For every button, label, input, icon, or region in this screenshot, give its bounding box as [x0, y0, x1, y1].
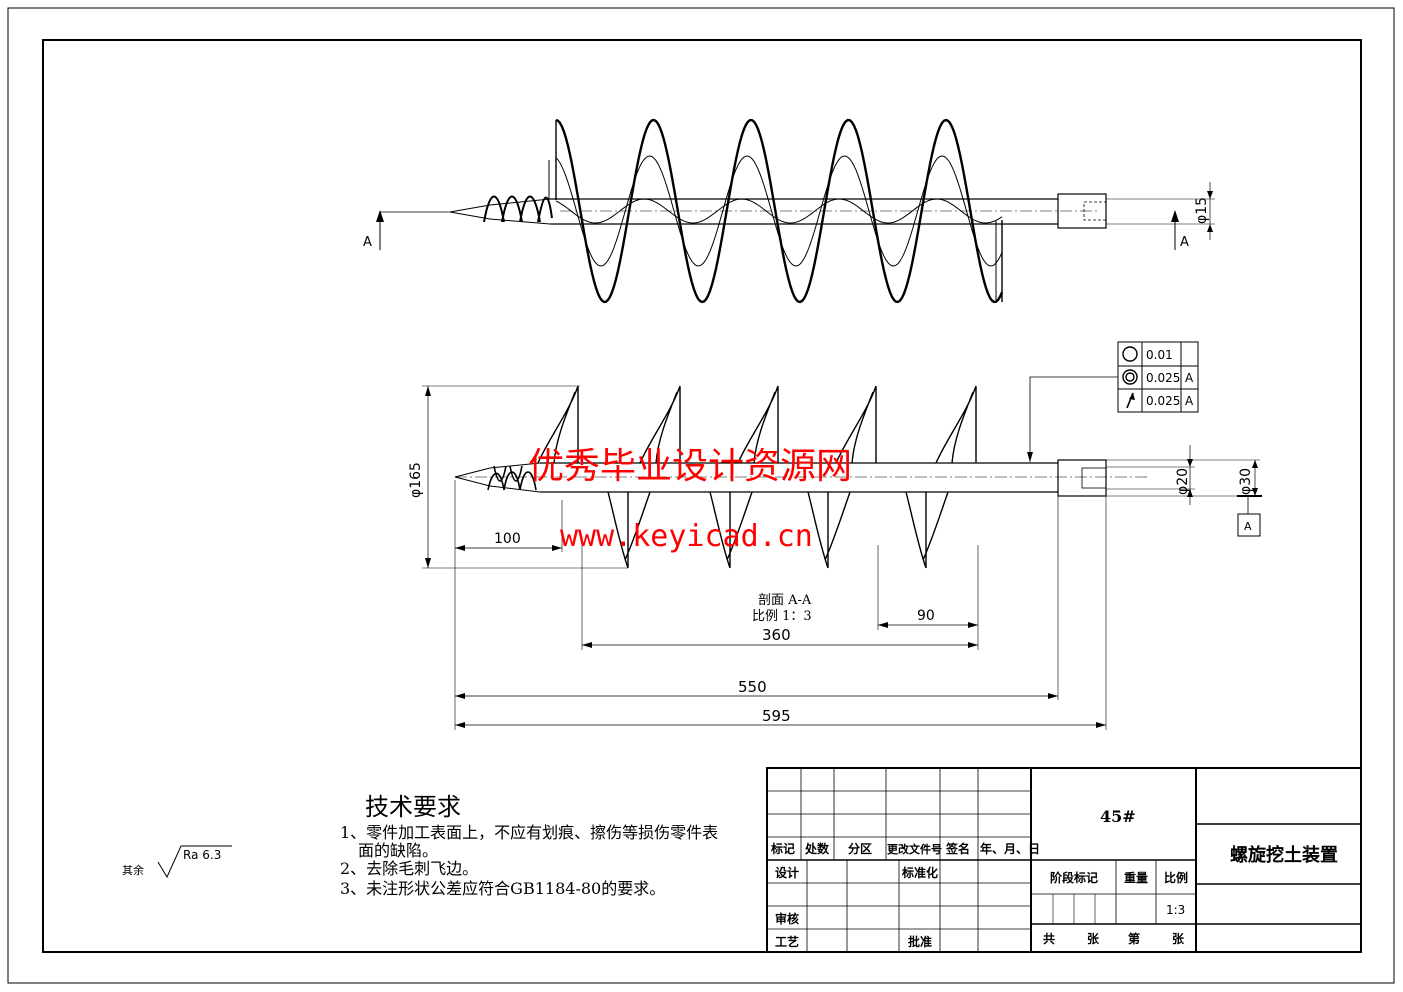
tol-value-1: 0.01 — [1146, 348, 1173, 362]
flight-upper-5 — [935, 385, 977, 464]
tb-di: 第 — [1128, 931, 1140, 946]
tech-req-title: 技术要求 — [365, 793, 461, 821]
tech-req-item1: 1、零件加工表面上，不应有划痕、擦伤等损伤零件表 — [340, 823, 718, 842]
tb-row-pizhun: 批准 — [908, 934, 932, 949]
outer-border — [7, 7, 1395, 984]
tb-col-chushu: 处数 — [804, 841, 830, 856]
dim-595: 595 — [762, 707, 791, 725]
dim-tip-100: 100 — [494, 531, 521, 547]
concentricity-icon — [1122, 369, 1138, 385]
tb-col-fenqu: 分区 — [848, 841, 872, 856]
tb-scale-value: 1:3 — [1166, 903, 1185, 917]
dim-pitch-90: 90 — [917, 608, 935, 624]
circularity-icon — [1122, 346, 1138, 362]
tb-gong: 共 — [1043, 931, 1055, 946]
dim-overall-dia-165: φ165 — [408, 462, 424, 498]
tb-row-shenhe: 审核 — [775, 911, 799, 926]
tb-col-qianming: 签名 — [945, 841, 970, 856]
tb-weight: 重量 — [1124, 870, 1148, 885]
flight-upper-3 — [737, 385, 779, 464]
datum-label-a: A — [1244, 520, 1252, 533]
roughness-prefix: 其余 — [122, 863, 144, 877]
dim-shaft-dia-15: φ15 — [1194, 197, 1210, 224]
top-view — [376, 118, 1215, 304]
tb-stage-mark: 阶段标记 — [1050, 870, 1098, 885]
flight-upper-4 — [835, 385, 877, 464]
title-block — [766, 767, 1362, 953]
section-title: 剖面 A-A — [758, 593, 812, 608]
flight-upper-1 — [537, 385, 579, 464]
tb-scale: 比例 — [1164, 870, 1188, 885]
tolerance-frame — [1117, 341, 1199, 413]
tech-req-item1b: 面的缺陷。 — [358, 841, 438, 860]
tb-col-date: 年、月、日 — [980, 841, 1040, 856]
tol-value-2: 0.025 — [1146, 371, 1180, 385]
tol-value-3: 0.025 — [1146, 394, 1180, 408]
tb-material: 45# — [1100, 807, 1136, 826]
tol-datum-2: A — [1185, 371, 1194, 385]
flight-lower-1 — [607, 491, 651, 569]
watermark-title: 优秀毕业设计资源网 — [528, 446, 852, 487]
tol-datum-3: A — [1185, 394, 1194, 408]
tb-row-sheji: 设计 — [775, 865, 799, 880]
tb-zhang-1: 张 — [1087, 931, 1100, 946]
dim-dia-20: φ20 — [1175, 468, 1191, 495]
section-scale: 比例 1：3 — [752, 609, 812, 624]
flight-lower-4 — [905, 491, 949, 569]
tb-col-gengai: 更改文件号 — [887, 842, 942, 856]
tb-col-biaoji: 标记 — [770, 841, 795, 856]
dim-360: 360 — [762, 626, 791, 644]
inner-frame — [42, 39, 1362, 953]
flight-upper-2 — [639, 385, 681, 464]
section-label-right: A — [1180, 235, 1189, 250]
flight-lower-2 — [709, 491, 753, 569]
tech-req-item3: 3、未注形状公差应符合GB1184-80的要求。 — [340, 879, 665, 898]
tb-zhang-2: 张 — [1172, 931, 1185, 946]
dim-550: 550 — [738, 678, 767, 696]
tb-part-name: 螺旋挖土装置 — [1230, 844, 1338, 866]
section-view — [422, 376, 1262, 730]
watermark-url: www.keyicad.cn — [560, 519, 813, 554]
dim-dia-30: φ30 — [1238, 468, 1254, 495]
tb-row-biaozhunhua: 标准化 — [901, 865, 938, 880]
section-label-left: A — [363, 235, 372, 250]
tb-row-gongyi: 工艺 — [775, 934, 799, 949]
tech-req-item2: 2、去除毛刺飞边。 — [340, 859, 478, 878]
roughness-symbol-icon — [157, 845, 232, 879]
flight-lower-3 — [807, 491, 851, 569]
roughness-value: Ra 6.3 — [183, 848, 221, 862]
